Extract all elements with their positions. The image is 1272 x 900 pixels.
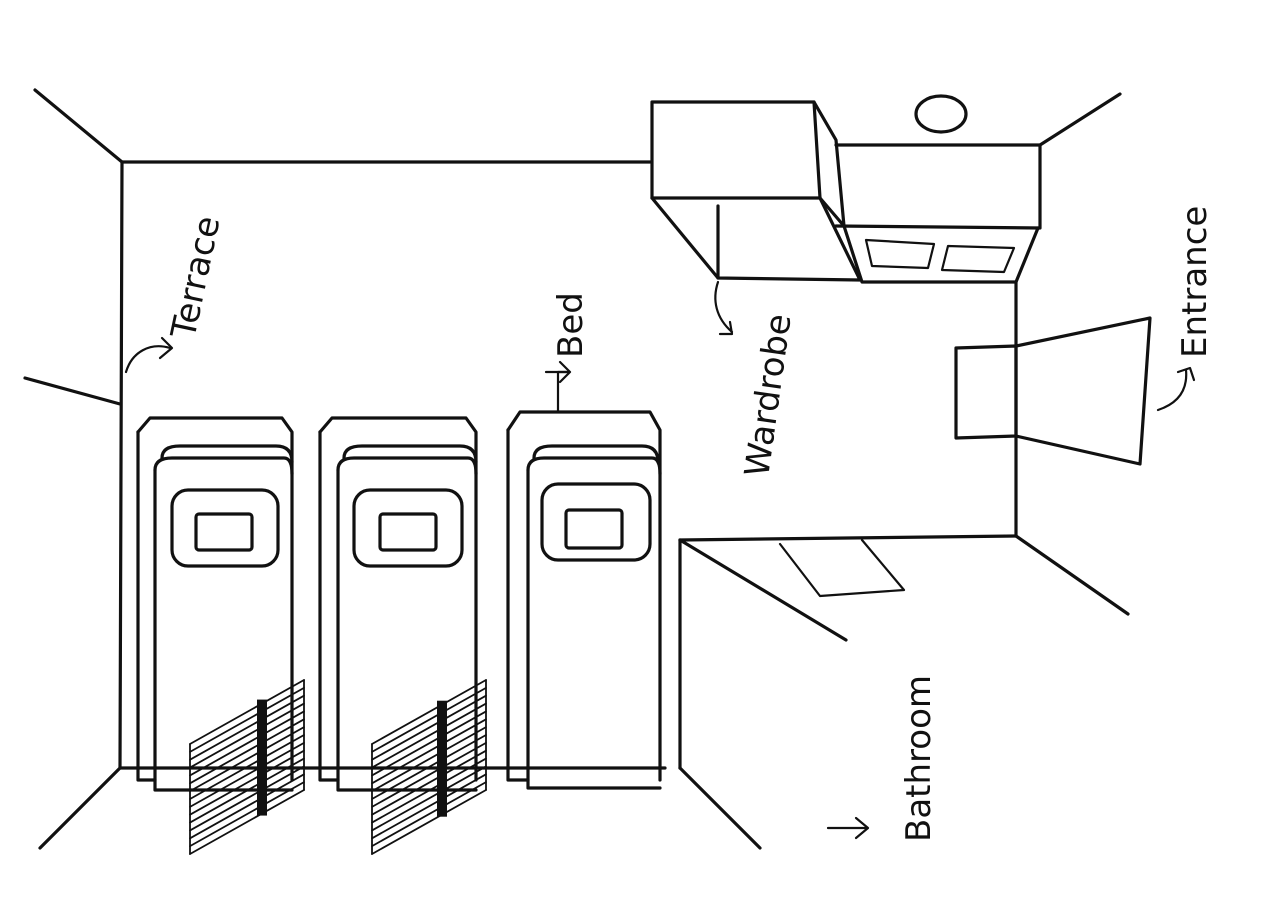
wardrobe-label: Wardrobe [737, 311, 799, 479]
bed-3 [506, 410, 662, 790]
bed-1-blanket-stripe [189, 773, 305, 840]
bed-label: Bed [551, 292, 591, 358]
bed-1-blanket-stripe [189, 781, 305, 848]
bed-1 [136, 416, 305, 855]
bed-1-blanket [189, 679, 305, 855]
floor-corner-right [1014, 534, 1130, 616]
entrance-arrowhead-icon [1176, 366, 1196, 382]
bed-2-blanket-stripe [371, 781, 487, 848]
bed-2-blanket-strap [437, 700, 447, 817]
bed-2-pillow-inner [378, 512, 438, 552]
entrance-door-panel [1014, 316, 1152, 466]
wardrobe-top-side [812, 100, 846, 228]
bed-3-mattress-top [532, 444, 660, 464]
ceiling-corner-right [1038, 92, 1122, 147]
bed-2-blanket-stripe [371, 765, 487, 832]
bed-2-blanket-stripe [371, 710, 487, 777]
bed-1-pillow-inner [194, 512, 254, 552]
terrace-arrow-icon [124, 345, 172, 374]
bathroom-arrow-icon [826, 816, 870, 840]
bed-3-pillow [540, 482, 652, 562]
bed-1-blanket-stripe [189, 765, 305, 832]
bed-3-mattress-side [526, 468, 662, 790]
bed-3-headboard [506, 410, 662, 782]
bed-3-mattress [526, 456, 662, 476]
bed-1-blanket-stripe [189, 726, 305, 793]
ceiling-light [914, 94, 968, 134]
bathroom-floor-diagonal [678, 538, 848, 642]
wardrobe-top-box [650, 100, 822, 200]
bed-2-blanket-stripe [371, 773, 487, 840]
bed-1-pillow [170, 488, 280, 568]
bed-2-blanket-stripe [371, 702, 487, 769]
wardrobe [650, 94, 1042, 284]
bed-1-blanket-stripe [189, 789, 305, 855]
terrace-arrowhead-icon [158, 336, 174, 360]
bathroom-wall-top [678, 534, 1018, 542]
bed-1-mattress [153, 456, 294, 476]
bed-1-blanket-stripe [189, 710, 305, 777]
bed-2-blanket-stripe [371, 686, 487, 753]
bed-2-pillow [352, 488, 464, 568]
bed-1-mattress-top [160, 444, 294, 464]
bed-2-mattress-side [336, 468, 478, 792]
bed-1-blanket-stripe [189, 718, 305, 785]
bed-1-blanket-strap [257, 699, 267, 816]
bed-arrowhead-icon [544, 360, 572, 384]
bed-1-mattress-side [153, 468, 294, 792]
wardrobe-arrow-icon [714, 280, 734, 334]
bed-2 [318, 416, 487, 855]
room-walls [23, 88, 1130, 850]
floor-corner-left [38, 766, 122, 850]
beds [136, 410, 662, 855]
bed-2-blanket-stripe [371, 757, 487, 824]
bed-1-blanket-stripe [189, 679, 305, 745]
entrance-label: Entrance [1175, 206, 1215, 358]
bed-2-frame [318, 430, 340, 782]
bed-1-blanket-stripe [189, 694, 305, 761]
bathroom-mat [778, 538, 906, 598]
bed-1-blanket-stripe [189, 702, 305, 769]
wardrobe-drawer-right [940, 244, 1016, 274]
bed-1-blanket-stripe [189, 741, 305, 808]
back-wall-left-edge [118, 160, 124, 770]
bed-1-frame [136, 430, 157, 782]
ceiling-corner-left [33, 88, 124, 164]
bed-2-mattress [336, 456, 478, 476]
bathroom-floor-edge [678, 766, 762, 850]
bed-2-blanket-stripe [371, 749, 487, 816]
bed-2-blanket-stripe [371, 726, 487, 793]
bed-3-frame [506, 428, 530, 782]
wardrobe-underside [650, 196, 862, 282]
label-arrows [124, 280, 1196, 840]
bed-1-headboard [136, 416, 294, 782]
entrance-door [954, 316, 1152, 466]
bed-2-mattress-top [342, 444, 478, 464]
bathroom-label: Bathroom [899, 675, 939, 842]
wardrobe-right-underside [842, 224, 1040, 284]
bed-1-blanket-stripe [189, 734, 305, 800]
bed-2-blanket-stripe [371, 718, 487, 785]
terrace-wall-line [23, 376, 122, 406]
bed-1-blanket-stripe [189, 757, 305, 824]
bed-2-blanket-stripe [371, 694, 487, 761]
wardrobe-arrowhead-icon [718, 320, 734, 336]
bed-2-blanket [371, 679, 487, 855]
wardrobe-drawer-left [864, 238, 936, 270]
bed-3-pillow-inner [564, 508, 624, 550]
entrance-door-frame [954, 344, 1018, 440]
entrance-arrow-icon [1156, 368, 1188, 412]
bed-1-blanket-stripe [189, 686, 305, 753]
bed-2-blanket-stripe [371, 741, 487, 808]
wardrobe-right-box [834, 143, 1042, 230]
terrace-label: Terrace [163, 213, 228, 343]
bed-1-blanket-stripe [189, 749, 305, 816]
bed-2-blanket-stripe [371, 734, 487, 800]
bed-2-headboard [318, 416, 478, 782]
bed-2-blanket-stripe [371, 789, 487, 855]
bed-2-blanket-stripe [371, 679, 487, 745]
